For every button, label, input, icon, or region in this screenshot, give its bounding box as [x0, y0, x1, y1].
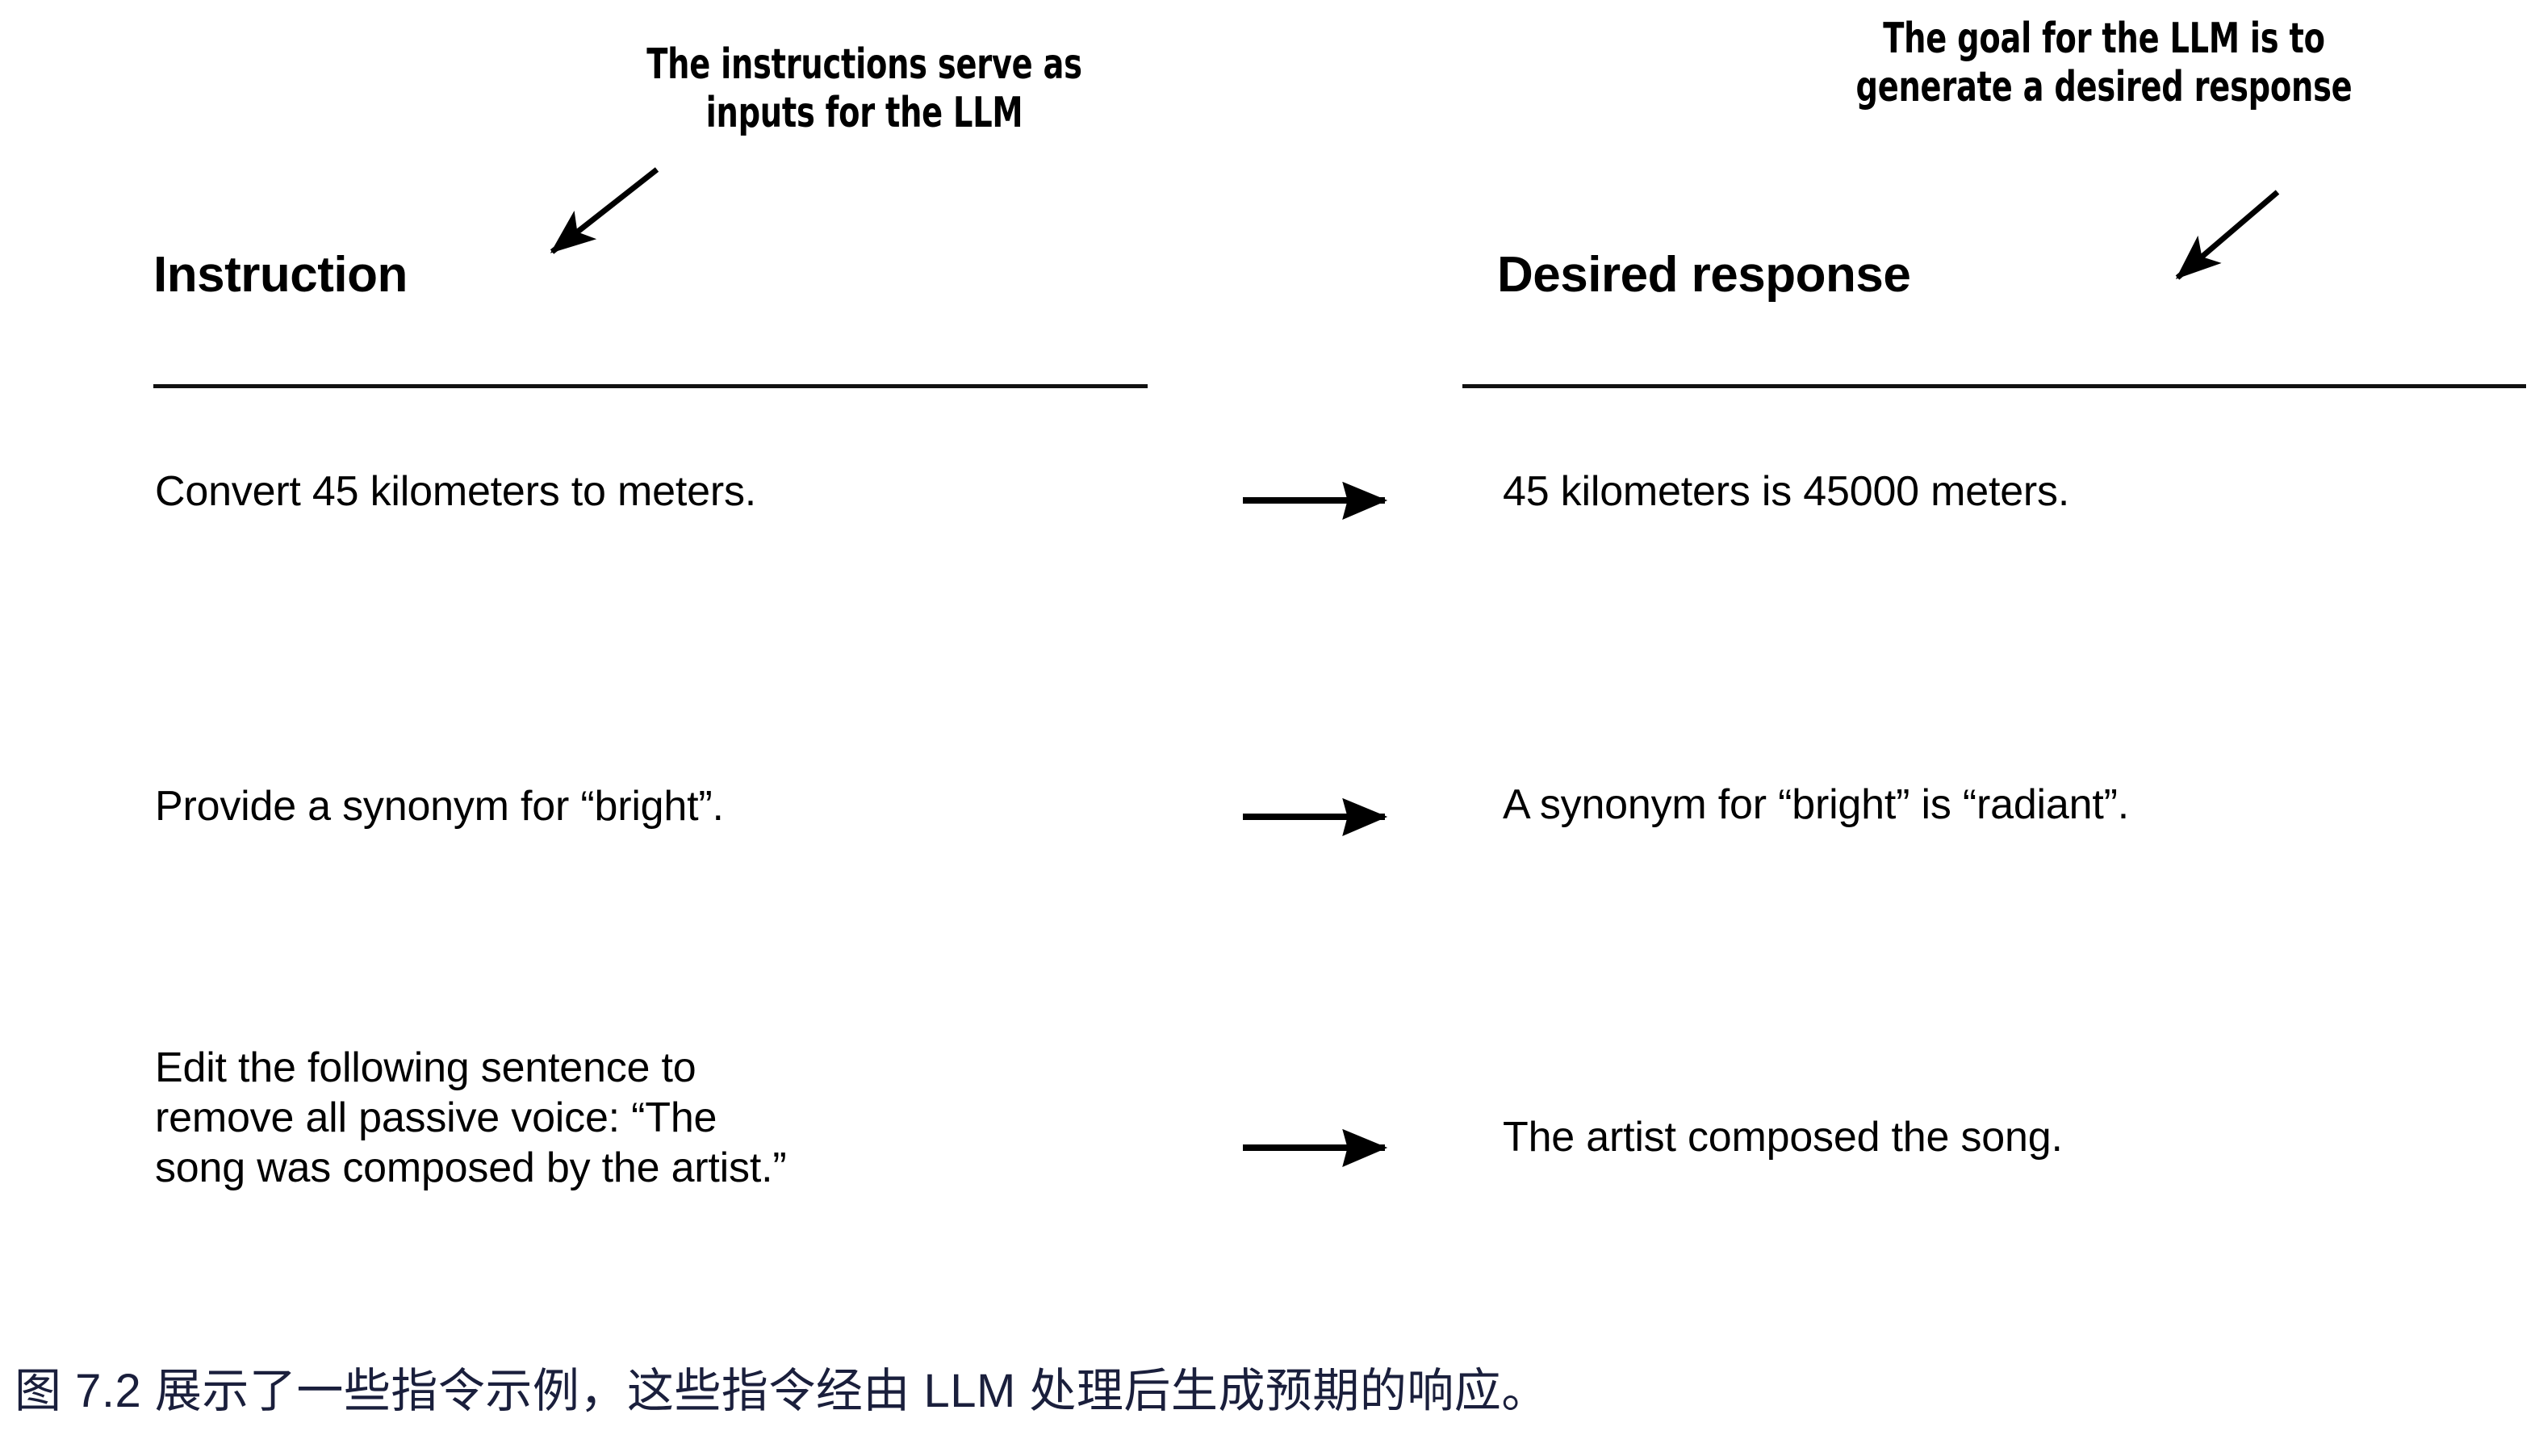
- column-header-desired-response: Desired response: [1497, 247, 1911, 303]
- annotation-response-line-1: The goal for the LLM is to: [1883, 15, 2325, 63]
- annotation-instruction-line-1: The instructions serve as: [646, 40, 1082, 89]
- response-cell: The artist composed the song.: [1503, 1114, 2063, 1161]
- annotation-response-line-2: generate a desired response: [1855, 63, 2353, 112]
- annotation-instruction-line-2: inputs for the LLM: [705, 89, 1023, 138]
- instruction-cell: Provide a synonym for “bright”.: [155, 783, 724, 830]
- instruction-cell: Edit the following sentence to remove al…: [155, 1044, 787, 1191]
- callout-arrow-response: [2175, 190, 2280, 280]
- annotation-response: The goal for the LLM is to generate a de…: [1855, 15, 2352, 112]
- header-rule-desired-response: [1462, 384, 2526, 388]
- annotation-instruction: The instructions serve as inputs for the…: [646, 40, 1082, 138]
- callout-arrow-instruction: [550, 167, 659, 254]
- header-rule-instruction: [153, 384, 1148, 388]
- response-cell: A synonym for “bright” is “radiant”.: [1503, 781, 2129, 828]
- figure-caption: 图 7.2 展示了一些指令示例，这些指令经由 LLM 处理后生成预期的响应。: [15, 1365, 1549, 1417]
- response-cell: 45 kilometers is 45000 meters.: [1503, 468, 2070, 515]
- column-header-instruction: Instruction: [153, 247, 408, 303]
- instruction-cell: Convert 45 kilometers to meters.: [155, 468, 756, 515]
